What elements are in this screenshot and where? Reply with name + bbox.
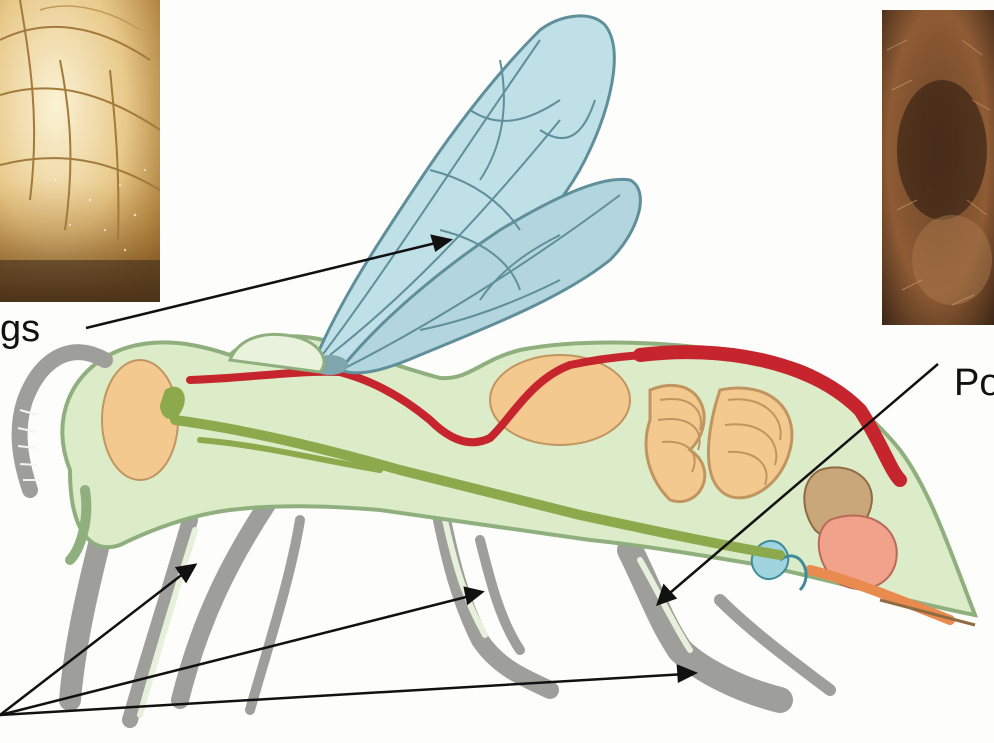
legs-arrow-line-hind <box>0 674 686 715</box>
wings <box>312 16 640 375</box>
leg-highlights <box>140 520 690 715</box>
wings-label: gs <box>0 310 40 348</box>
midgut-coils <box>646 385 792 501</box>
head-brain <box>102 360 178 480</box>
pollen-label: Po <box>954 364 994 402</box>
legs-arrow-head-mid <box>465 588 482 603</box>
